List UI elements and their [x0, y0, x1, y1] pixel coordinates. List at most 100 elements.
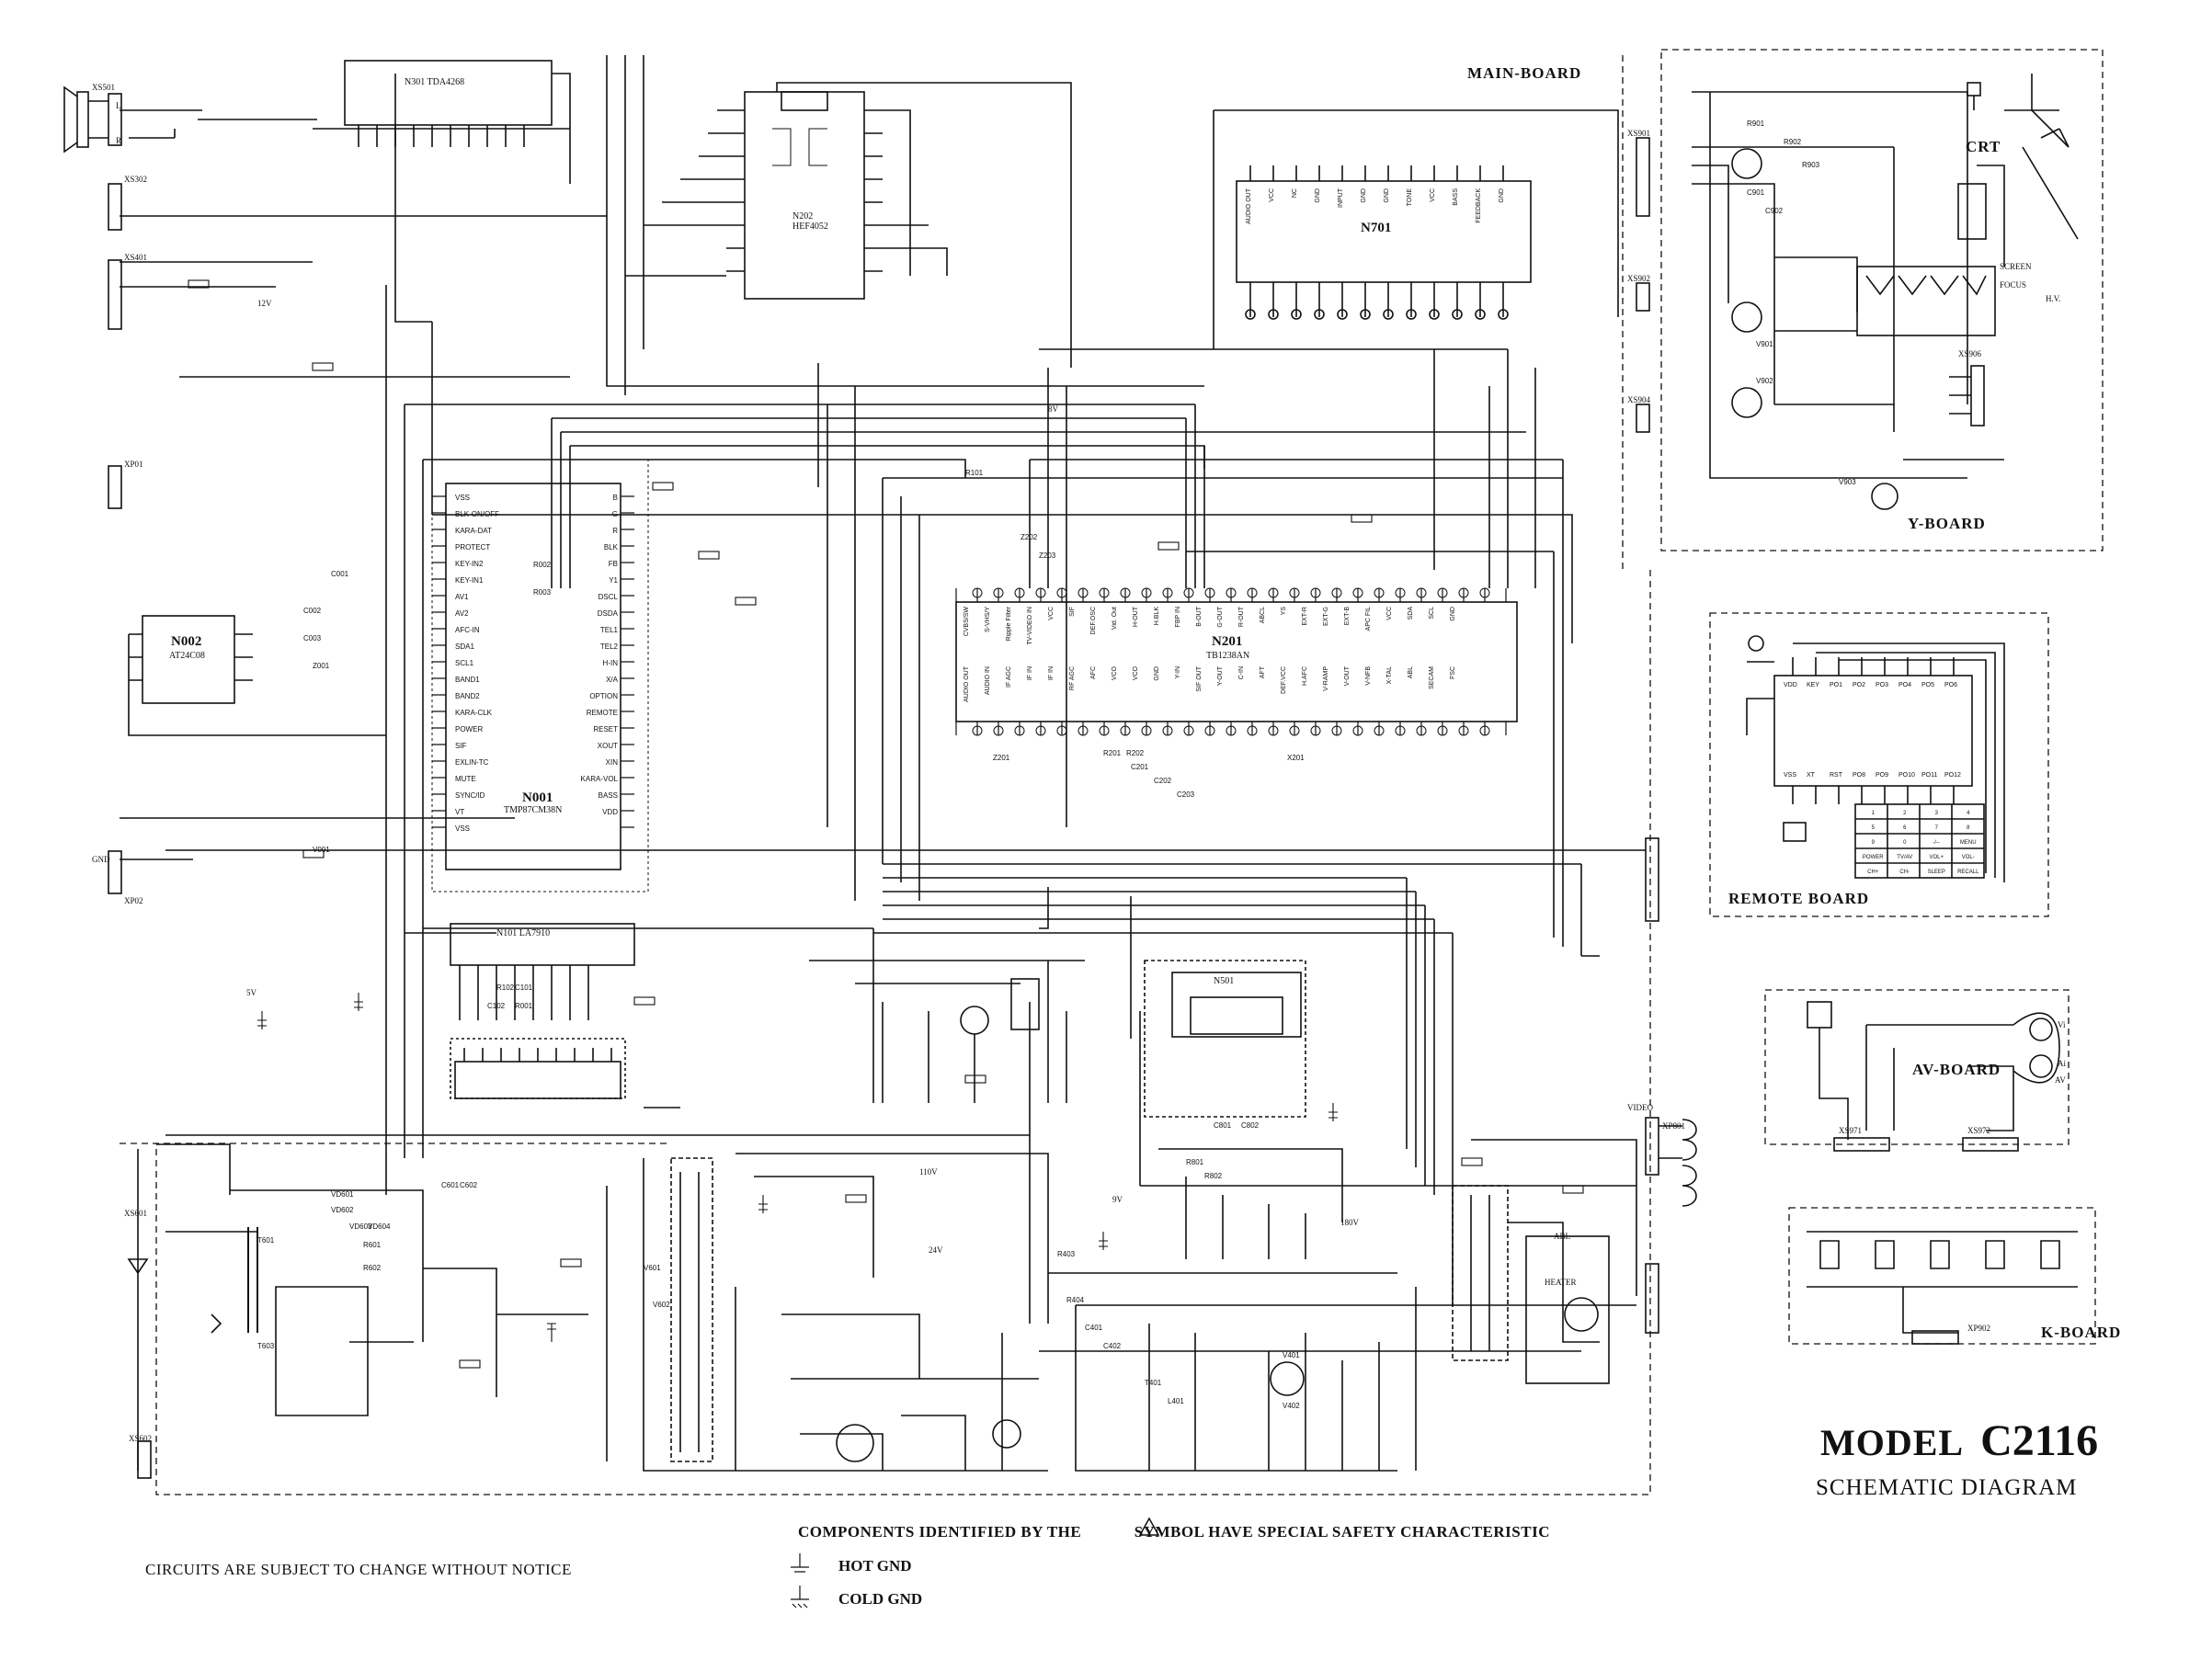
net-gnd: GND — [92, 855, 110, 864]
n001-pin-label: POWER — [455, 725, 484, 733]
n201-pin-label: IF IN — [1048, 666, 1055, 681]
n201-pin-circles — [972, 587, 1490, 736]
component-stubs — [188, 279, 1584, 1369]
safety-note: COMPONENTS IDENTIFIED BY THE SYMBOL HAVE… — [798, 1523, 1550, 1541]
n201-pin-label: V-RAMP — [1323, 666, 1329, 691]
net-9v: 9V — [1112, 1195, 1123, 1204]
n201-pin-label: AUDIO OUT — [963, 666, 970, 702]
n201-pin-label: VCC — [1048, 607, 1055, 620]
component-label: R101 — [965, 469, 984, 477]
n201-pin-label: C-IN — [1238, 666, 1245, 680]
remote-key: TV/AV — [1897, 855, 1913, 860]
model-title: MODEL C2116 — [1820, 1416, 2098, 1466]
n101-id: N101 — [496, 928, 518, 938]
n001-pin-label: KEY-IN1 — [455, 576, 484, 585]
n001-right-pin-labels: B G R BLK FB Y1 DSCL DSDA TEL1 TEL2 H-IN… — [579, 490, 618, 821]
n701-pin-label: GND — [1384, 188, 1390, 203]
n001-part: TMP87CM38N — [504, 805, 563, 815]
av-board-circuit — [1807, 1001, 2060, 1152]
n701-pin-label: VCC — [1269, 188, 1275, 202]
schematic-subtitle: SCHEMATIC DIAGRAM — [1816, 1475, 2078, 1500]
component-label: R202 — [1126, 749, 1145, 757]
vertical-bus-lines — [385, 55, 1600, 1324]
n501-label: N501 — [1214, 976, 1235, 986]
component-label: VD603 — [349, 1222, 372, 1231]
n201-pin-label: VCO — [1133, 666, 1139, 681]
remote-board-label: REMOTE BOARD — [1728, 890, 1870, 907]
n201-pin-label: IF AGC — [1006, 666, 1012, 688]
flyback-transformer — [1452, 1185, 1610, 1384]
component-label: R802 — [1204, 1172, 1223, 1180]
component-label: L401 — [1168, 1397, 1184, 1405]
component-label: R403 — [1057, 1250, 1076, 1258]
n701-pin-label: INPUT — [1338, 188, 1344, 208]
safety-note-prefix: COMPONENTS IDENTIFIED BY THE — [798, 1523, 1082, 1541]
component-label: X201 — [1287, 754, 1305, 762]
remote-pin-label: PO4 — [1898, 682, 1912, 688]
remote-pin-label: XT — [1807, 772, 1815, 779]
n202-switch-ic — [625, 82, 1072, 368]
n201-pin-label: H.BLK — [1154, 607, 1160, 626]
n001-pin-label: XIN — [605, 758, 618, 767]
remote-key: POWER — [1862, 855, 1884, 860]
hot-gnd-legend: HOT GND — [838, 1557, 912, 1575]
n001-pin-label: BASS — [598, 791, 618, 800]
n002-label: N002 — [171, 634, 202, 649]
remote-key: CH- — [1899, 870, 1910, 875]
n201-pin-label: X-TAL — [1386, 666, 1393, 685]
n201-pin-label: B-OUT — [1196, 607, 1203, 627]
remote-key: 0 — [1903, 840, 1907, 846]
net-5v: 5V — [246, 988, 257, 997]
n201-pin-label: H.AFC — [1302, 666, 1308, 686]
n001-pin-label: VSS — [455, 494, 471, 502]
n301-label: N301 TDA4268 — [405, 77, 465, 87]
component-label: C201 — [1131, 763, 1149, 771]
model-number: C2116 — [1980, 1416, 2099, 1465]
safety-triangle — [1138, 1517, 1160, 1536]
remote-pin-label: PO5 — [1921, 682, 1935, 688]
n201-pin-label: Y-OUT — [1217, 666, 1224, 687]
connector-xs904: XS904 — [1627, 395, 1651, 404]
crt-label: CRT — [1966, 138, 2001, 155]
connector-xp902: XP902 — [1967, 1324, 1991, 1333]
n001-left-pin-labels: VSS BLK-ON/OFF KARA-DAT PROTECT KEY-IN2 … — [455, 490, 499, 837]
net-24v: 24V — [929, 1245, 943, 1255]
connector-xs601: XS601 — [124, 1209, 148, 1218]
n001-pin-label: SDA1 — [455, 642, 474, 651]
remote-pin-label: PO12 — [1944, 772, 1961, 779]
component-label: R201 — [1103, 749, 1122, 757]
n201-pin-label: IF IN — [1027, 666, 1033, 681]
component-label: VD604 — [368, 1222, 391, 1231]
n201-label: N201 — [1212, 634, 1243, 649]
remote-key: VOL+ — [1929, 855, 1944, 860]
component-label: C203 — [1177, 790, 1195, 799]
remote-pin-label: PO8 — [1853, 772, 1866, 779]
model-prefix: MODEL — [1820, 1422, 1965, 1463]
n001-pin-label: Y1 — [609, 576, 618, 585]
component-label: Z203 — [1039, 551, 1056, 560]
yoke-connectors — [1645, 837, 1697, 1334]
n001-pin-label: VT — [455, 808, 465, 816]
remote-pin-label: KEY — [1807, 682, 1820, 688]
connector-xp01: XP01 — [124, 460, 143, 469]
k-board-label: K-BOARD — [2041, 1324, 2122, 1341]
deflection-output — [1048, 1139, 1637, 1472]
subject-to-change-note: CIRCUITS ARE SUBJECT TO CHANGE WITHOUT N… — [145, 1561, 572, 1578]
n201-pin-label: SECAM — [1429, 666, 1435, 689]
remote-pin-label: VSS — [1784, 772, 1797, 779]
net-l: L — [116, 101, 121, 110]
n701-pin-label: FEEDBACK — [1476, 188, 1482, 223]
n201-pin-label: DEF.VCC — [1281, 666, 1287, 694]
n001-pin-label: KARA-CLK — [455, 709, 493, 717]
n001-pin-label: SCL1 — [455, 659, 474, 667]
remote-pin-label: PO6 — [1944, 682, 1958, 688]
left-connectors — [108, 183, 152, 1479]
n001-pin-label: RESET — [593, 725, 618, 733]
n001-pin-label: AV1 — [455, 593, 469, 601]
component-label: V601 — [644, 1264, 661, 1272]
component-label: R003 — [533, 588, 552, 597]
remote-pin-label: PO11 — [1921, 772, 1938, 779]
n201-pin-label: APC FIL — [1365, 607, 1372, 631]
